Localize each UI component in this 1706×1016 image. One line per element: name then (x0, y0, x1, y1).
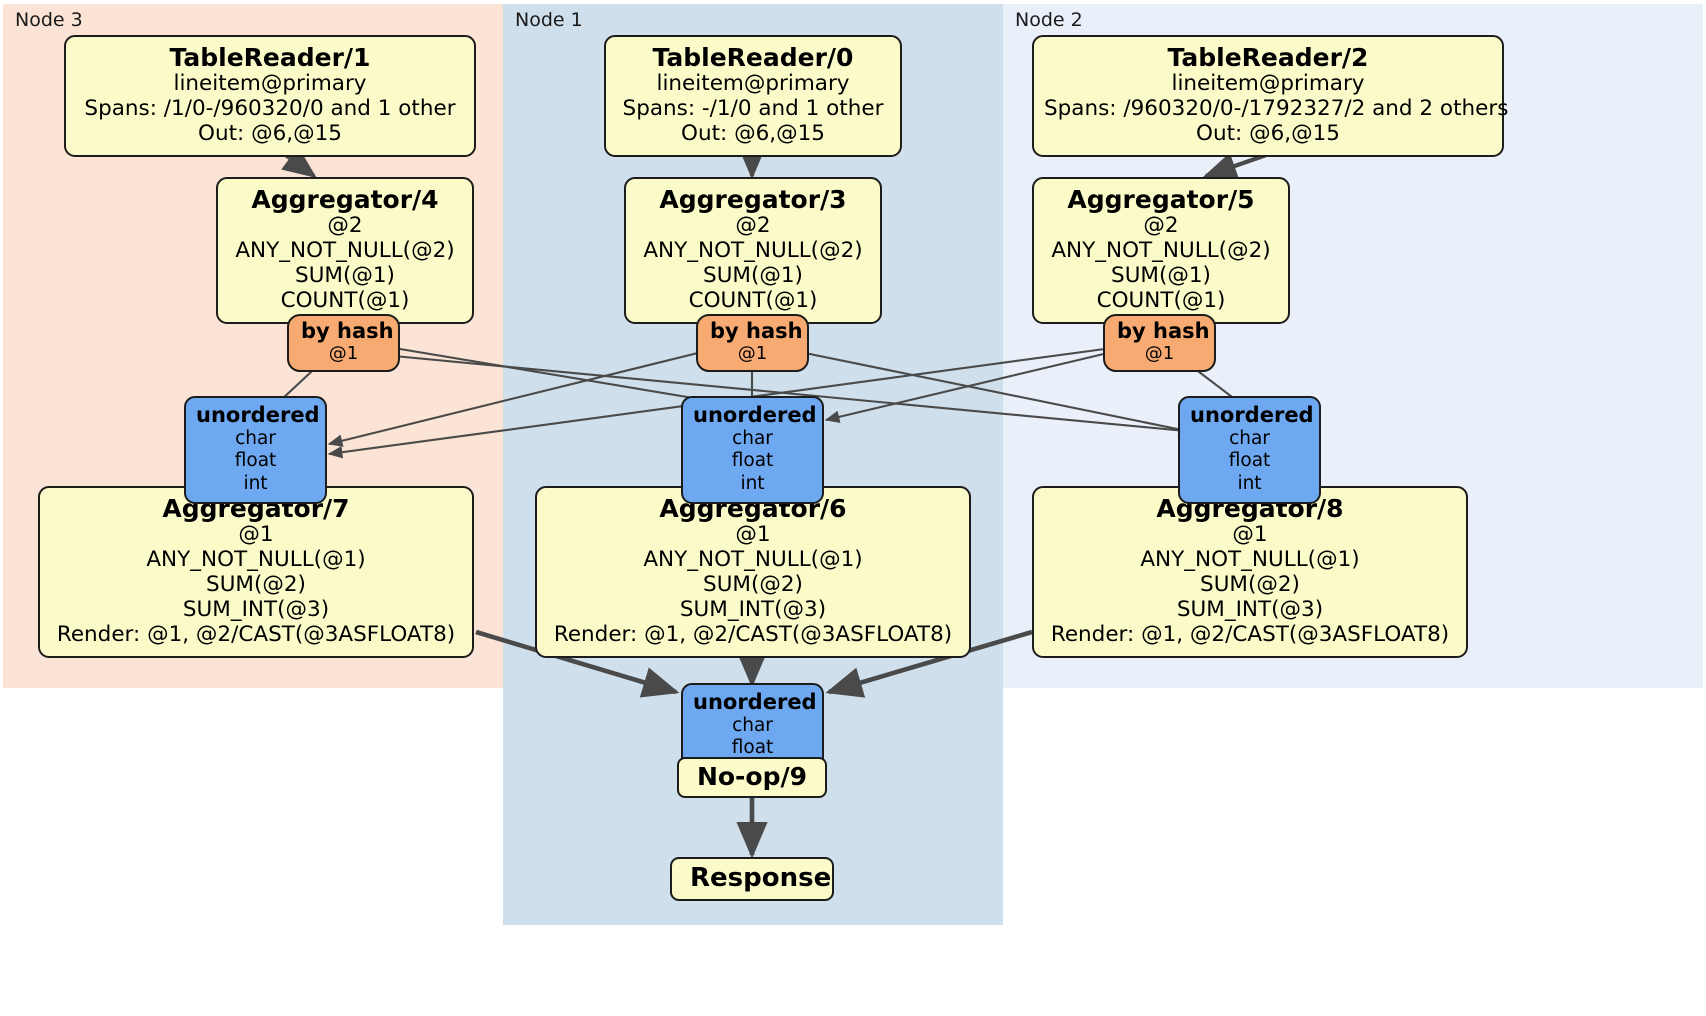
sync-type-1: float (731, 737, 774, 759)
sync-type-2: int (1237, 472, 1262, 494)
box-no-op-9[interactable]: No-op/9 (677, 757, 827, 798)
router-col: @1 (737, 342, 768, 364)
box-table-reader-2[interactable]: TableReader/2 lineitem@primary Spans: /9… (1032, 35, 1509, 157)
box-line-agg3: COUNT(@1) (1096, 287, 1226, 313)
box-aggregator-5[interactable]: Aggregator/5 @2 ANY_NOT_NULL(@2) SUM(@1)… (1032, 177, 1290, 324)
box-line-groupcol: @2 (735, 213, 771, 238)
box-title: Aggregator/5 (1067, 185, 1255, 214)
box-line-agg1: ANY_NOT_NULL(@2) (1051, 237, 1271, 263)
box-line-groupcol: @1 (735, 522, 771, 547)
box-title: TableReader/1 (169, 43, 371, 72)
sync-title: unordered (693, 403, 817, 427)
sync-unordered-center[interactable]: unordered char float int (681, 396, 824, 504)
sync-title: unordered (196, 403, 320, 427)
box-table-reader-1[interactable]: TableReader/1 lineitem@primary Spans: /1… (64, 35, 476, 157)
router-title: by hash (301, 319, 394, 343)
box-line-render: Render: @1, @2/CAST(@3ASFLOAT8) (1050, 621, 1450, 647)
box-line-render: Render: @1, @2/CAST(@3ASFLOAT8) (56, 621, 456, 647)
box-line-agg1: ANY_NOT_NULL(@2) (643, 237, 863, 263)
node-panel-label-node2: Node 2 (1015, 9, 1083, 31)
box-line-agg2: SUM(@1) (703, 262, 803, 288)
box-line-spans: Spans: /960320/0-/1792327/2 and 2 others (1044, 95, 1509, 121)
box-line-agg3: SUM_INT(@3) (1176, 596, 1324, 622)
router-title: by hash (1117, 319, 1210, 343)
box-line-agg1: ANY_NOT_NULL(@1) (1140, 546, 1360, 572)
sync-type-2: int (740, 472, 765, 494)
box-line-render: Render: @1, @2/CAST(@3ASFLOAT8) (553, 621, 953, 647)
box-line-groupcol: @1 (1232, 522, 1268, 547)
box-line-agg1: ANY_NOT_NULL(@1) (643, 546, 863, 572)
box-line-out: Out: @6,@15 (681, 120, 825, 146)
sync-unordered-final[interactable]: unordered char float (681, 683, 824, 769)
box-line-agg3: COUNT(@1) (280, 287, 410, 313)
box-line-table: lineitem@primary (656, 71, 850, 96)
box-line-groupcol: @2 (1143, 213, 1179, 238)
box-aggregator-6[interactable]: Aggregator/6 @1 ANY_NOT_NULL(@1) SUM(@2)… (535, 486, 971, 658)
sync-type-0: char (1229, 428, 1270, 450)
box-line-groupcol: @2 (327, 213, 363, 238)
box-line-agg2: SUM(@2) (206, 571, 306, 597)
router-by-hash-center[interactable]: by hash @1 (696, 314, 809, 373)
box-response[interactable]: Response (670, 857, 834, 901)
box-line-agg3: SUM_INT(@3) (679, 596, 827, 622)
box-line-agg3: COUNT(@1) (688, 287, 818, 313)
sync-type-0: char (732, 715, 773, 737)
box-line-agg2: SUM(@2) (1200, 571, 1300, 597)
router-col: @1 (328, 342, 359, 364)
box-aggregator-8[interactable]: Aggregator/8 @1 ANY_NOT_NULL(@1) SUM(@2)… (1032, 486, 1468, 658)
box-title: TableReader/2 (1167, 43, 1369, 72)
box-line-agg2: SUM(@2) (703, 571, 803, 597)
box-aggregator-3[interactable]: Aggregator/3 @2 ANY_NOT_NULL(@2) SUM(@1)… (624, 177, 882, 324)
sync-type-2: int (243, 472, 268, 494)
sync-title: unordered (693, 690, 817, 714)
box-line-spans: Spans: -/1/0 and 1 other (622, 95, 884, 121)
router-col: @1 (1144, 342, 1175, 364)
router-title: by hash (710, 319, 803, 343)
box-line-agg3: SUM_INT(@3) (182, 596, 330, 622)
router-by-hash-right[interactable]: by hash @1 (1103, 314, 1216, 373)
box-title: Response (690, 863, 832, 893)
box-title: No-op/9 (696, 762, 808, 791)
box-title: Aggregator/3 (659, 185, 847, 214)
box-title: TableReader/0 (652, 43, 854, 72)
box-line-table: lineitem@primary (1171, 71, 1365, 96)
box-aggregator-4[interactable]: Aggregator/4 @2 ANY_NOT_NULL(@2) SUM(@1)… (216, 177, 474, 324)
box-line-spans: Spans: /1/0-/960320/0 and 1 other (84, 95, 456, 121)
box-aggregator-7[interactable]: Aggregator/7 @1 ANY_NOT_NULL(@1) SUM(@2)… (38, 486, 474, 658)
box-line-table: lineitem@primary (173, 71, 367, 96)
sync-unordered-right[interactable]: unordered char float int (1178, 396, 1321, 504)
box-line-out: Out: @6,@15 (1196, 120, 1340, 146)
box-line-groupcol: @1 (238, 522, 274, 547)
sync-type-0: char (732, 428, 773, 450)
box-table-reader-0[interactable]: TableReader/0 lineitem@primary Spans: -/… (604, 35, 902, 157)
box-line-agg1: ANY_NOT_NULL(@2) (235, 237, 455, 263)
sync-title: unordered (1190, 403, 1314, 427)
router-by-hash-left[interactable]: by hash @1 (287, 314, 400, 373)
node-panel-label-node3: Node 3 (15, 9, 83, 31)
box-line-out: Out: @6,@15 (198, 120, 342, 146)
box-title: Aggregator/4 (251, 185, 439, 214)
node-panel-label-node1: Node 1 (515, 9, 583, 31)
sync-type-1: float (234, 450, 277, 472)
box-line-agg1: ANY_NOT_NULL(@1) (146, 546, 366, 572)
sync-type-0: char (235, 428, 276, 450)
box-line-agg2: SUM(@1) (1111, 262, 1211, 288)
box-line-agg2: SUM(@1) (295, 262, 395, 288)
sync-unordered-left[interactable]: unordered char float int (184, 396, 327, 504)
sync-type-1: float (1228, 450, 1271, 472)
sync-type-1: float (731, 450, 774, 472)
